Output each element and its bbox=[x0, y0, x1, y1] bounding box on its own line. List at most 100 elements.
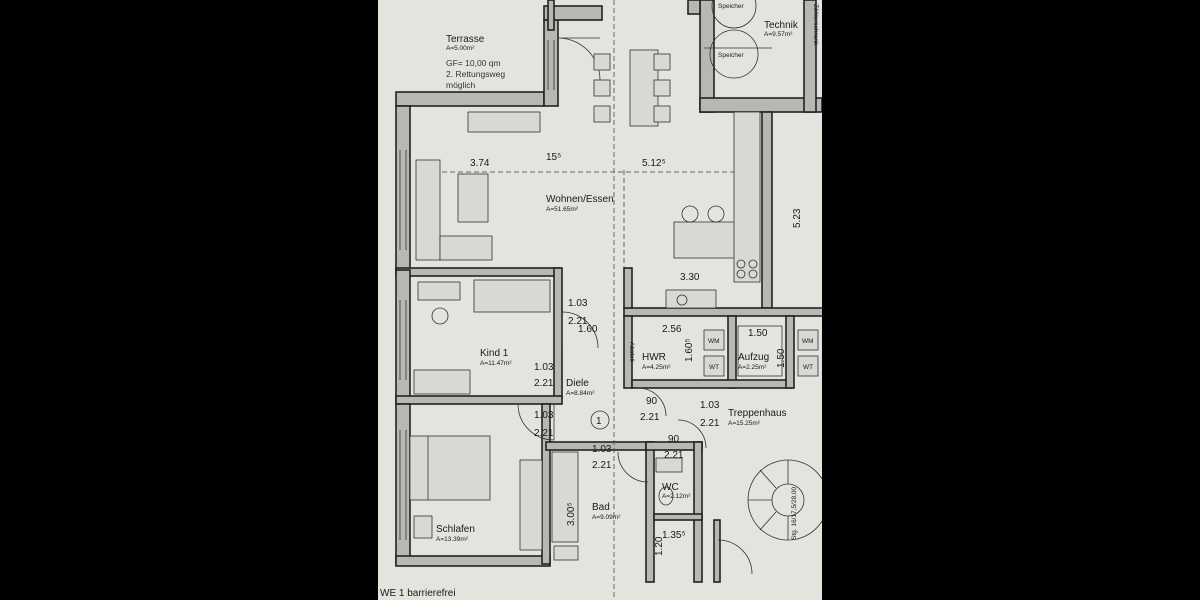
terrace-parapet-wall bbox=[395, 91, 545, 107]
bad-area: A=9.09m² bbox=[592, 514, 621, 521]
hwr-bottom-wall bbox=[631, 379, 793, 389]
terrasse-note-3: möglich bbox=[446, 80, 476, 90]
schlafen-area: A=13.39m² bbox=[436, 536, 469, 543]
wc-sink bbox=[655, 457, 683, 473]
dim-1-60: 1.60 bbox=[578, 324, 598, 335]
dim-3-005: 3.00⁵ bbox=[566, 502, 577, 526]
dryer-2 bbox=[797, 355, 819, 377]
bad-name: Bad bbox=[592, 502, 610, 513]
living-exterior-wall bbox=[395, 105, 411, 271]
washer bbox=[703, 329, 725, 351]
terrasse-note-1: GF= 10,00 qm bbox=[446, 58, 501, 68]
aufzug-name: Aufzug bbox=[738, 352, 769, 363]
desk-chair bbox=[431, 307, 449, 325]
kind1-area: A=11.47m² bbox=[480, 360, 512, 367]
wm-label-2: WM bbox=[802, 338, 814, 345]
plan-footer: WE 1 barrierefrei bbox=[380, 588, 456, 599]
dim-3-74: 3.74 bbox=[470, 158, 490, 169]
stair-wall bbox=[713, 519, 721, 583]
terrasse-name: Terrasse bbox=[446, 34, 485, 45]
wm-label: WM bbox=[708, 338, 720, 345]
door-width-7: 90 bbox=[668, 434, 680, 445]
hwr-left-wall bbox=[623, 315, 633, 389]
dim-5-125: 5.12⁵ bbox=[642, 158, 666, 169]
technik-name: Technik bbox=[764, 20, 799, 31]
room-labels: Terrasse A=5.00m² GF= 10,00 qm 2. Rettun… bbox=[436, 3, 819, 543]
terrasse-area: A=5.00m² bbox=[446, 45, 475, 52]
wohnen-name: Wohnen/Essen bbox=[546, 194, 614, 205]
wc-area: A=2.12m² bbox=[662, 493, 691, 500]
dim-1-605: 1.60⁵ bbox=[684, 338, 695, 362]
speicher-tanks bbox=[704, 0, 772, 79]
kind1-wardrobe bbox=[413, 369, 471, 395]
kind1-right-wall bbox=[553, 267, 563, 399]
kitchen-island bbox=[673, 221, 741, 259]
furniture bbox=[409, 49, 822, 561]
kind1-exterior-wall bbox=[395, 269, 411, 403]
technik-bottom-wall bbox=[699, 97, 822, 113]
technik-left-wall bbox=[699, 0, 715, 113]
door-height-7: 2.21 bbox=[664, 450, 684, 461]
door-height-1: 2.21 bbox=[568, 316, 588, 327]
speicher-tank-2 bbox=[709, 29, 759, 79]
dining-table bbox=[629, 49, 659, 127]
wohnen-area: A=51.65m² bbox=[546, 206, 579, 213]
kind1-bed bbox=[473, 279, 551, 313]
speicher-1-label: Speicher bbox=[718, 3, 744, 10]
kitchen-partition-wall bbox=[623, 267, 633, 309]
kind1-desk bbox=[417, 281, 461, 301]
unit-marker-number: 1 bbox=[596, 416, 602, 427]
terrasse-note-2: 2. Rettungsweg bbox=[446, 69, 505, 79]
appliance-labels: WM WT WM WT bbox=[708, 338, 814, 371]
dryer bbox=[703, 355, 725, 377]
chair bbox=[653, 79, 671, 97]
hwr-name: HWR bbox=[642, 352, 666, 363]
schlafen-exterior-wall bbox=[395, 403, 411, 565]
sofa bbox=[415, 159, 441, 261]
stair-note: Stg. 16/17,5/28,00 bbox=[791, 486, 798, 540]
wc-right-wall bbox=[693, 441, 703, 583]
schlafen-bottom-wall bbox=[395, 555, 551, 567]
terrace-side-wall bbox=[543, 19, 559, 107]
bar-stool bbox=[681, 205, 699, 223]
diele-area: A=8.84m² bbox=[566, 390, 595, 397]
dim-15-5: 15⁵ bbox=[546, 152, 561, 163]
hwr-area: A=4.25m² bbox=[642, 364, 671, 371]
kind1-bottom-wall bbox=[395, 395, 563, 405]
dim-1-50-b: 1.50 bbox=[776, 348, 787, 368]
bad-right-wall bbox=[645, 441, 655, 583]
unit-marker: 1 bbox=[590, 410, 610, 430]
dim-2-56: 2.56 bbox=[662, 324, 682, 335]
wc-name: WC bbox=[662, 482, 679, 493]
technik-area: A=9.57m² bbox=[764, 31, 793, 38]
kind1-top-wall bbox=[395, 267, 561, 277]
dimension-labels: 3.74 15⁵ 5.12⁵ 5.23 3.30 2.56 1.60⁵ 1.50… bbox=[470, 152, 803, 556]
zaehlerschrank-label: Zählerschrank bbox=[812, 4, 819, 46]
door-width-4: 1.03 bbox=[592, 444, 612, 455]
dim-5-23: 5.23 bbox=[792, 208, 803, 228]
treppenhaus-area: A=15.25m² bbox=[728, 420, 761, 427]
washer-2 bbox=[797, 329, 819, 351]
floor-plan: Terrasse A=5.00m² GF= 10,00 qm 2. Rettun… bbox=[380, 0, 822, 600]
door-width-3: 1.03 bbox=[534, 410, 554, 421]
dim-1-20: 1.20 bbox=[654, 536, 665, 556]
abstell-label: Abstell bbox=[628, 342, 635, 362]
terrace-door bbox=[557, 37, 601, 81]
kitchen-right-wall bbox=[761, 111, 773, 309]
chair bbox=[593, 105, 611, 123]
aufzug-area: A=2.25m² bbox=[738, 364, 767, 371]
door-height-4: 2.21 bbox=[592, 460, 612, 471]
hwr-right-wall bbox=[727, 315, 737, 389]
sofa-corner bbox=[439, 235, 493, 261]
hwr-top-wall bbox=[623, 307, 822, 317]
door-width-5: 1.03 bbox=[700, 400, 720, 411]
technik-top-stub bbox=[687, 0, 701, 15]
door-height-5: 2.21 bbox=[700, 418, 720, 429]
technik-right-wall bbox=[803, 0, 817, 113]
wt-label-2: WT bbox=[803, 364, 813, 371]
terrace-top-wall bbox=[543, 5, 603, 21]
coffee-table bbox=[457, 173, 489, 223]
nightstand bbox=[413, 515, 433, 539]
double-bed bbox=[409, 435, 491, 501]
kind1-name: Kind 1 bbox=[480, 348, 509, 359]
